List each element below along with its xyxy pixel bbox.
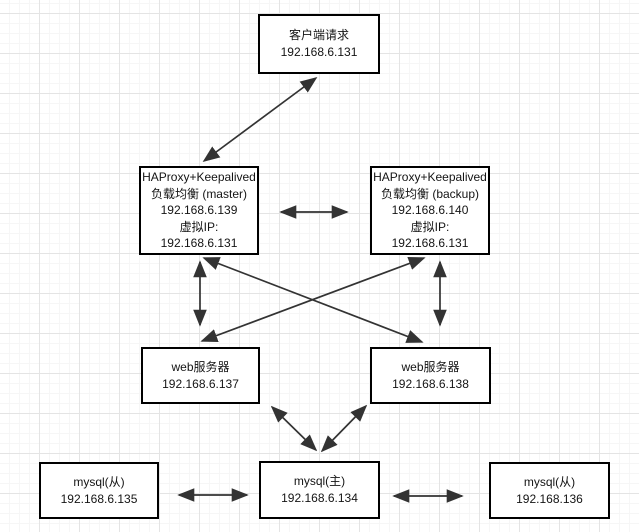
node-ip: 192.168.6.140 [391, 203, 469, 218]
node-client-request: 客户端请求 192.168.6.131 [258, 14, 380, 74]
node-ip: 192.168.6.139 [160, 203, 238, 218]
node-label: web服务器 [401, 359, 460, 374]
node-label: 虚拟IP: [179, 219, 219, 234]
node-mysql-slave-2: mysql(从) 192.168.136 [489, 462, 610, 519]
node-web-server-1: web服务器 192.168.6.137 [141, 347, 260, 404]
node-label: 客户端请求 [288, 28, 349, 42]
node-label: 负载均衡 (backup) [380, 186, 480, 201]
edge-web1-mysql-master [270, 405, 318, 452]
node-ip: 192.168.6.137 [162, 376, 239, 391]
edge-web2-mysql-master [320, 404, 368, 453]
node-ip: 192.168.6.134 [281, 491, 358, 505]
node-haproxy-master: HAProxy+Keepalived 负载均衡 (master) 192.168… [139, 166, 259, 255]
node-label: HAProxy+Keepalived [142, 170, 256, 185]
node-mysql-master: mysql(主) 192.168.6.134 [259, 461, 380, 519]
node-ip: 192.168.6.131 [391, 236, 469, 251]
node-label: mysql(从) [73, 474, 125, 489]
node-web-server-2: web服务器 192.168.6.138 [370, 347, 491, 404]
node-ip: 192.168.6.131 [160, 236, 238, 251]
edge-client-haproxy-master [202, 76, 318, 163]
node-ip: 192.168.6.138 [392, 376, 469, 391]
node-label: 负载均衡 (master) [150, 186, 247, 201]
node-ip: 192.168.6.135 [60, 491, 138, 506]
node-label: HAProxy+Keepalived [373, 170, 487, 185]
node-haproxy-backup: HAProxy+Keepalived 负载均衡 (backup) 192.168… [370, 166, 490, 255]
edge-haproxy-backup-web1 [200, 256, 426, 343]
node-label: mysql(主) [293, 474, 346, 488]
node-ip: 192.168.136 [516, 491, 583, 506]
edge-haproxy-master-web2 [202, 257, 424, 343]
node-ip: 192.168.6.131 [280, 45, 358, 59]
node-label: mysql(从) [523, 474, 576, 489]
node-label: 虚拟IP: [410, 219, 450, 234]
node-label: web服务器 [171, 359, 230, 374]
node-mysql-slave-1: mysql(从) 192.168.6.135 [39, 462, 159, 519]
